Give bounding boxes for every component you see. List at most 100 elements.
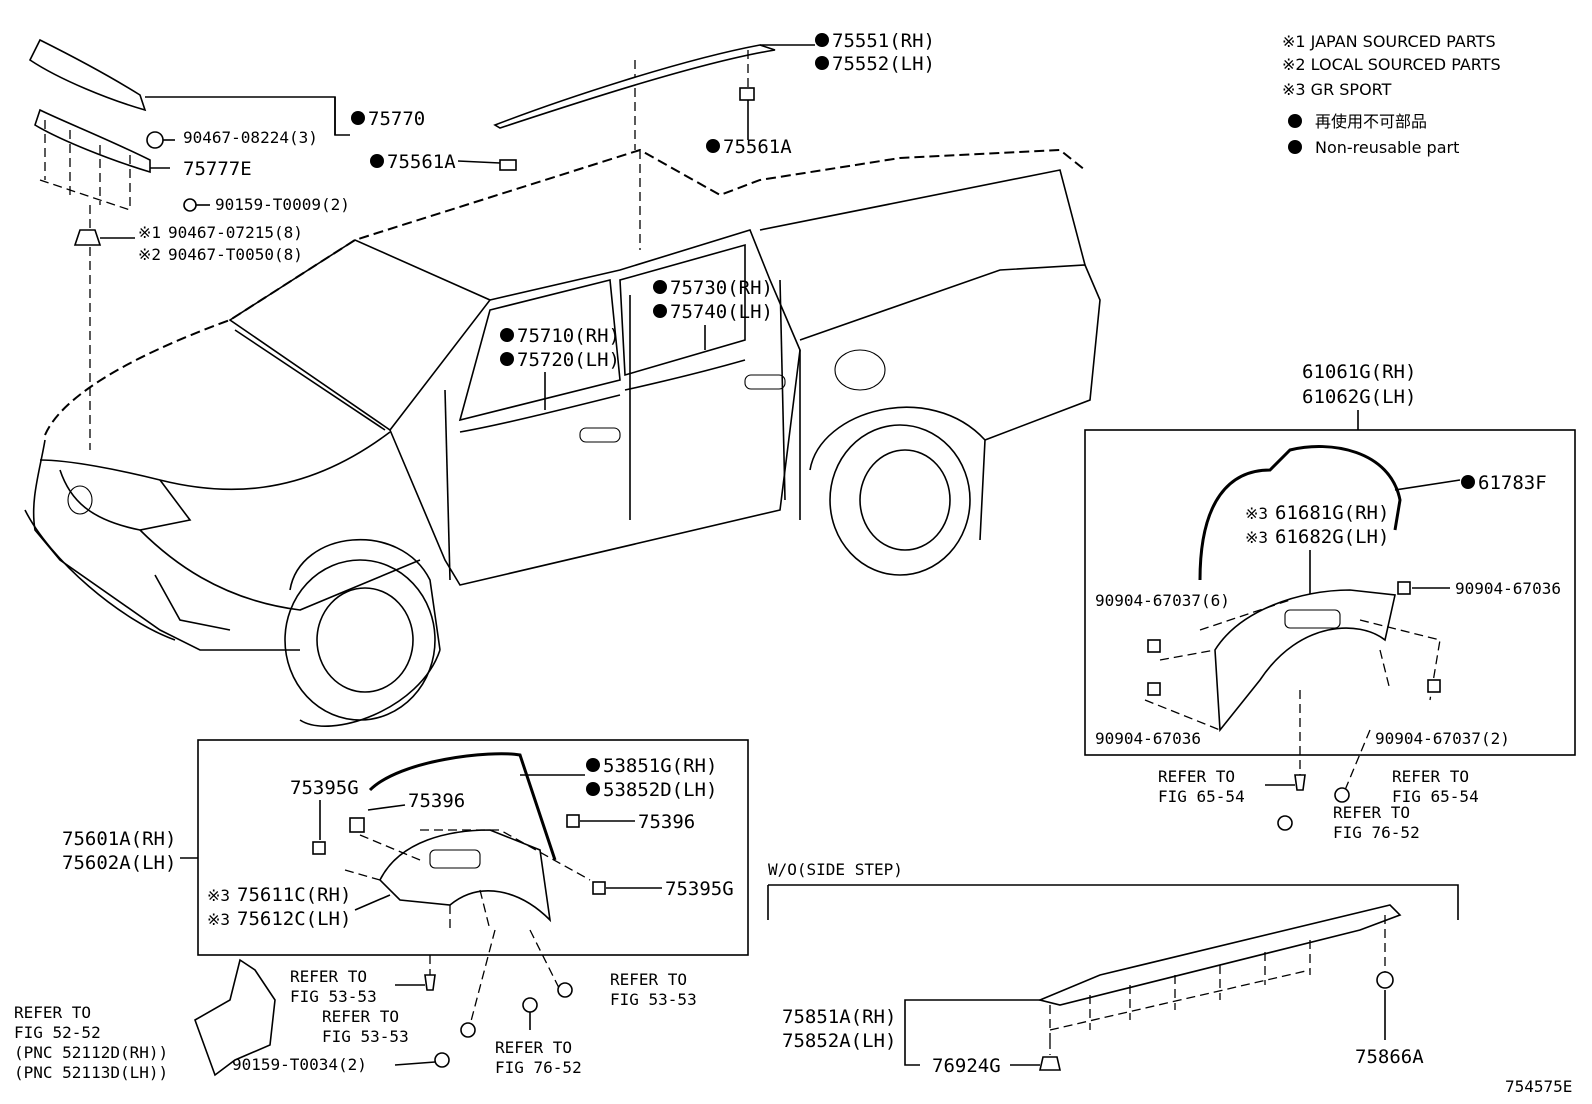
legend-local-sourced: ※2 LOCAL SOURCED PARTS (1282, 55, 1501, 74)
screw-90159-T0034-icon (434, 1052, 450, 1068)
refer-65-54a-line2: FIG 65-54 (1158, 787, 1245, 806)
nonreusable-dot-icon (1288, 114, 1302, 128)
label-61681G: 61681G(RH) (1275, 502, 1389, 524)
label-75852A: 75852A(LH) (782, 1030, 896, 1052)
marker-2: ※2 (138, 245, 161, 264)
clip-75396-top-icon (349, 817, 365, 833)
label-75851A: 75851A(RH) (782, 1006, 896, 1028)
refer-53-53a-line2: FIG 53-53 (290, 987, 377, 1006)
label-53852D: 53852D(LH) (603, 779, 717, 801)
label-90467-07215: 90467-07215(8) (168, 223, 303, 242)
label-90467-08224: 90467-08224(3) (183, 128, 318, 147)
fender-flare-75611C (379, 829, 552, 923)
marker-3d: ※3 (207, 910, 230, 929)
label-75602A: 75602A(LH) (62, 852, 176, 874)
refer-76-52a-line2: FIG 76-52 (1333, 823, 1420, 842)
clip-90467-07215-icon (73, 229, 102, 246)
rear-fender-group: 61061G(RH) 61062G(LH) 61783F ※3 61681G(R… (1084, 361, 1576, 756)
nonreusable-dot-icon (1288, 140, 1302, 154)
marker-3a: ※3 (1245, 504, 1268, 523)
fender-flare-61681G (1214, 589, 1396, 733)
label-90904-67037-6: 90904-67037(6) (1095, 591, 1230, 610)
clip-75396-right-icon (566, 814, 580, 828)
rear-fender-box (1084, 429, 1576, 756)
legend-nonreusable-jp: 再使用不可部品 (1315, 112, 1427, 131)
clip-90904-67036-right-icon (1397, 581, 1411, 595)
hood-protector-75770 (28, 38, 147, 112)
label-61783F: 61783F (1478, 472, 1547, 494)
hood-protector-bracket-75777E (34, 108, 151, 174)
label-53851G: 53851G(RH) (603, 755, 717, 777)
front-fender-group: 75601A(RH) 75602A(LH) 53851G(RH) 53852D(… (62, 739, 749, 956)
refer-52-52-line1: REFER TO (14, 1003, 91, 1022)
figure-code: 754575E (1505, 1077, 1572, 1096)
rocker-moulding-75851A (1037, 904, 1402, 1006)
pnc-52112D: (PNC 52112D(RH)) (14, 1043, 168, 1062)
label-90467-T0050: 90467-T0050(8) (168, 245, 303, 264)
clip-75866A-icon (1376, 971, 1394, 989)
legend-gr-sport: ※3 GR SPORT (1282, 80, 1392, 99)
refer-65-54a-line1: REFER TO (1158, 767, 1235, 786)
label-90904-67036-right: 90904-67036 (1455, 579, 1561, 598)
label-61682G: 61682G(LH) (1275, 526, 1389, 548)
label-75720: 75720(LH) (517, 349, 620, 371)
clip-76924G-icon (1038, 1056, 1062, 1071)
label-75561A-left: 75561A (387, 151, 456, 173)
legend: ※1 JAPAN SOURCED PARTS ※2 LOCAL SOURCED … (1282, 32, 1501, 157)
label-75396-right: 75396 (638, 811, 695, 833)
truck-body-illustration (24, 148, 1101, 727)
label-90904-67036-left: 90904-67036 (1095, 729, 1201, 748)
label-75552: 75552(LH) (832, 53, 935, 75)
label-75777E: 75777E (183, 158, 252, 180)
label-75561A-right: 75561A (723, 136, 792, 158)
clip-90904-67036-icon (1147, 682, 1161, 696)
clip-refer-53-53b-icon (460, 1022, 476, 1038)
hood-protector-group (28, 38, 641, 450)
label-61062G: 61062G(LH) (1302, 386, 1416, 408)
clip-75561a-left-icon (499, 159, 517, 171)
pnc-52113D: (PNC 52113D(LH)) (14, 1063, 168, 1082)
label-75770: 75770 (368, 108, 425, 130)
marker-3c: ※3 (207, 886, 230, 905)
clip-90467-08224-icon (146, 131, 164, 149)
clip-refer-65-54-icon (1294, 774, 1306, 791)
fender-moulding-53851G (368, 752, 557, 861)
label-75395G-right: 75395G (665, 878, 734, 900)
clip-90904-67037-icon (1147, 639, 1161, 653)
refer-76-52b-line1: REFER TO (495, 1038, 572, 1057)
label-75612C: 75612C(LH) (237, 908, 351, 930)
label-61061G: 61061G(RH) (1302, 361, 1416, 383)
mudguard-reference (194, 958, 276, 1077)
refer-65-54b-line2: FIG 65-54 (1392, 787, 1479, 806)
label-75551: 75551(RH) (832, 30, 935, 52)
label-75611C: 75611C(RH) (237, 884, 351, 906)
marker-3b: ※3 (1245, 528, 1268, 547)
label-75866A: 75866A (1355, 1046, 1424, 1068)
refer-76-52b-line2: FIG 76-52 (495, 1058, 582, 1077)
screw-90159-T0009-icon (183, 198, 197, 212)
clip-75395G-top-icon (312, 841, 326, 855)
legend-japan-sourced: ※1 JAPAN SOURCED PARTS (1282, 32, 1496, 51)
label-75396-top: 75396 (408, 790, 465, 812)
screw-refer-76-52a-icon (1277, 815, 1293, 831)
clip-refer-53-53a-icon (424, 974, 436, 991)
legend-nonreusable-en: Non-reusable part (1315, 138, 1459, 157)
refer-53-53b-line2: FIG 53-53 (322, 1027, 409, 1046)
refer-53-53c-line1: REFER TO (610, 970, 687, 989)
clip-90904-67037-2-icon (1427, 679, 1441, 693)
label-wo-side-step: W/O(SIDE STEP) (768, 860, 903, 879)
label-90159-T0009: 90159-T0009(2) (215, 195, 350, 214)
screw-refer-76-52b-icon (522, 997, 538, 1013)
label-90159-T0034: 90159-T0034(2) (232, 1055, 367, 1074)
front-fender-box (197, 739, 749, 956)
label-75601A: 75601A(RH) (62, 828, 176, 850)
refer-53-53a-line1: REFER TO (290, 967, 367, 986)
refer-53-53c-line2: FIG 53-53 (610, 990, 697, 1009)
clip-75561a-right-icon (739, 87, 755, 101)
rocker-moulding-group: W/O(SIDE STEP) 75866A 75851A(RH) 75852A(… (767, 860, 1459, 1077)
label-90904-67037-2: 90904-67037(2) (1375, 729, 1510, 748)
fender-moulding-61783F (1198, 445, 1402, 581)
refer-65-54b-line1: REFER TO (1392, 767, 1469, 786)
label-75395G-top: 75395G (290, 777, 359, 799)
